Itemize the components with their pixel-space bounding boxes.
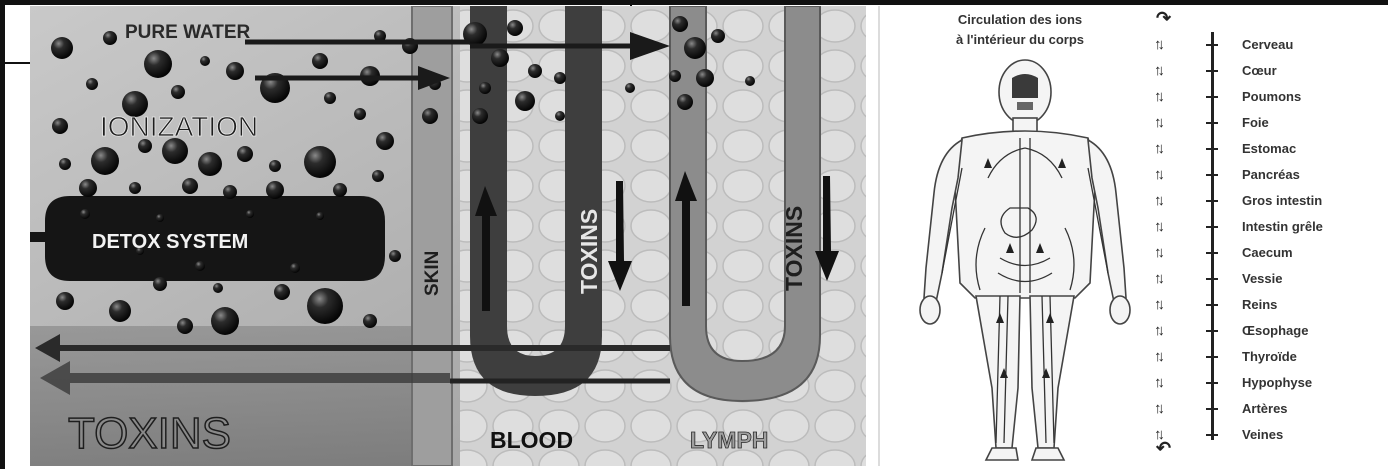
- organ-label: Intestin grêle: [1242, 216, 1323, 238]
- frame-left-border: [0, 0, 5, 469]
- lymph-toxins-label: TOXINS: [781, 206, 807, 291]
- up-down-arrows-icon: ↑↓: [1154, 398, 1178, 420]
- organ-label: Pancréas: [1242, 164, 1300, 186]
- organ-tick-mark: [1206, 356, 1218, 358]
- organ-tick-mark: [1206, 408, 1218, 410]
- up-down-arrows-icon: ↑↓: [1154, 34, 1178, 56]
- up-down-arrows-icon: ↑↓: [1154, 242, 1178, 264]
- up-down-arrows-icon: ↑↓: [1154, 320, 1178, 342]
- up-down-arrows-icon: ↑↓: [1154, 190, 1178, 212]
- ion-circulation-panel: Circulation des ions à l'intérieur du co…: [878, 6, 1386, 466]
- skin-label: SKIN: [422, 251, 443, 296]
- detox-illustration: PURE WATER IONIZATION DETOX SYSTEM SKIN …: [30, 6, 866, 466]
- blood-label: BLOOD: [490, 427, 573, 453]
- organ-tick-mark: [1206, 330, 1218, 332]
- up-down-arrows-icon: ↑↓: [1154, 86, 1178, 108]
- organ-tick-mark: [1206, 252, 1218, 254]
- human-body-figure: [900, 58, 1150, 463]
- up-down-arrows-icon: ↑↓: [1154, 268, 1178, 290]
- frame-top-border: [0, 0, 1388, 5]
- up-down-arrows-icon: ↑↓: [1154, 424, 1178, 446]
- organ-tick-mark: [1206, 382, 1218, 384]
- loop-top-icon: ↷: [1156, 8, 1171, 29]
- up-down-arrows-icon: ↑↓: [1154, 294, 1178, 316]
- organ-label: Artères: [1242, 398, 1288, 420]
- organ-tick-mark: [1206, 434, 1218, 436]
- organ-tick-mark: [1206, 122, 1218, 124]
- organ-label: Caecum: [1242, 242, 1293, 264]
- organ-label: Vessie: [1242, 268, 1283, 290]
- organ-label: Estomac: [1242, 138, 1296, 160]
- organ-label: Poumons: [1242, 86, 1301, 108]
- organ-tick-mark: [1206, 44, 1218, 46]
- organ-tick-mark: [1206, 278, 1218, 280]
- blood-toxins-label: TOXINS: [576, 209, 602, 294]
- detox-system-label: DETOX SYSTEM: [92, 231, 248, 253]
- frame-edge-line: [0, 62, 30, 64]
- organ-label: Reins: [1242, 294, 1277, 316]
- detox-connector: [30, 232, 50, 242]
- pure-water-label: PURE WATER: [125, 22, 251, 43]
- up-down-arrows-icon: ↑↓: [1154, 164, 1178, 186]
- up-down-arrows-icon: ↑↓: [1154, 346, 1178, 368]
- up-down-arrows-icon: ↑↓: [1154, 138, 1178, 160]
- organ-tick-mark: [1206, 200, 1218, 202]
- circulation-title-line1: Circulation des ions: [910, 10, 1130, 30]
- organ-label: Œsophage: [1242, 320, 1308, 342]
- up-down-arrows-icon: ↑↓: [1154, 112, 1178, 134]
- organ-tick-mark: [1206, 70, 1218, 72]
- up-down-arrows-icon: ↑↓: [1154, 216, 1178, 238]
- lymph-label: LYMPH: [690, 427, 768, 453]
- organ-label: Cœur: [1242, 60, 1277, 82]
- ionization-label: IONIZATION: [100, 111, 258, 142]
- up-down-arrows-icon: ↑↓: [1154, 60, 1178, 82]
- organ-label: Foie: [1242, 112, 1269, 134]
- organ-axis-line: [1211, 32, 1214, 440]
- organ-label: Hypophyse: [1242, 372, 1312, 394]
- organ-label: Veines: [1242, 424, 1283, 446]
- circulation-title-line2: à l'intérieur du corps: [910, 30, 1130, 50]
- up-down-arrows-icon: ↑↓: [1154, 372, 1178, 394]
- organ-tick-mark: [1206, 96, 1218, 98]
- organ-tick-mark: [1206, 174, 1218, 176]
- circulation-title: Circulation des ions à l'intérieur du co…: [910, 10, 1130, 50]
- organ-tick-mark: [1206, 226, 1218, 228]
- toxins-bottom-label: TOXINS: [68, 409, 231, 458]
- organ-tick-mark: [1206, 304, 1218, 306]
- organ-tick-mark: [1206, 148, 1218, 150]
- organ-label: Gros intestin: [1242, 190, 1322, 212]
- organ-label: Thyroïde: [1242, 346, 1297, 368]
- organ-label: Cerveau: [1242, 34, 1293, 56]
